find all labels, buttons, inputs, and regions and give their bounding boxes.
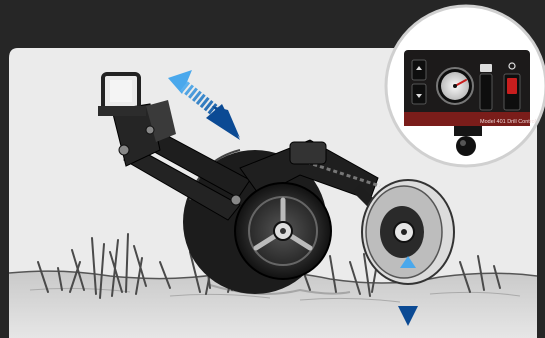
- gauge-icon: [437, 68, 473, 104]
- control-box-label: Model 401 Drill Control: [480, 119, 536, 125]
- tractor-icon: [480, 64, 492, 110]
- gauge-wheel: [235, 183, 331, 279]
- control-box-inset: Model 401 Drill Control: [386, 6, 545, 166]
